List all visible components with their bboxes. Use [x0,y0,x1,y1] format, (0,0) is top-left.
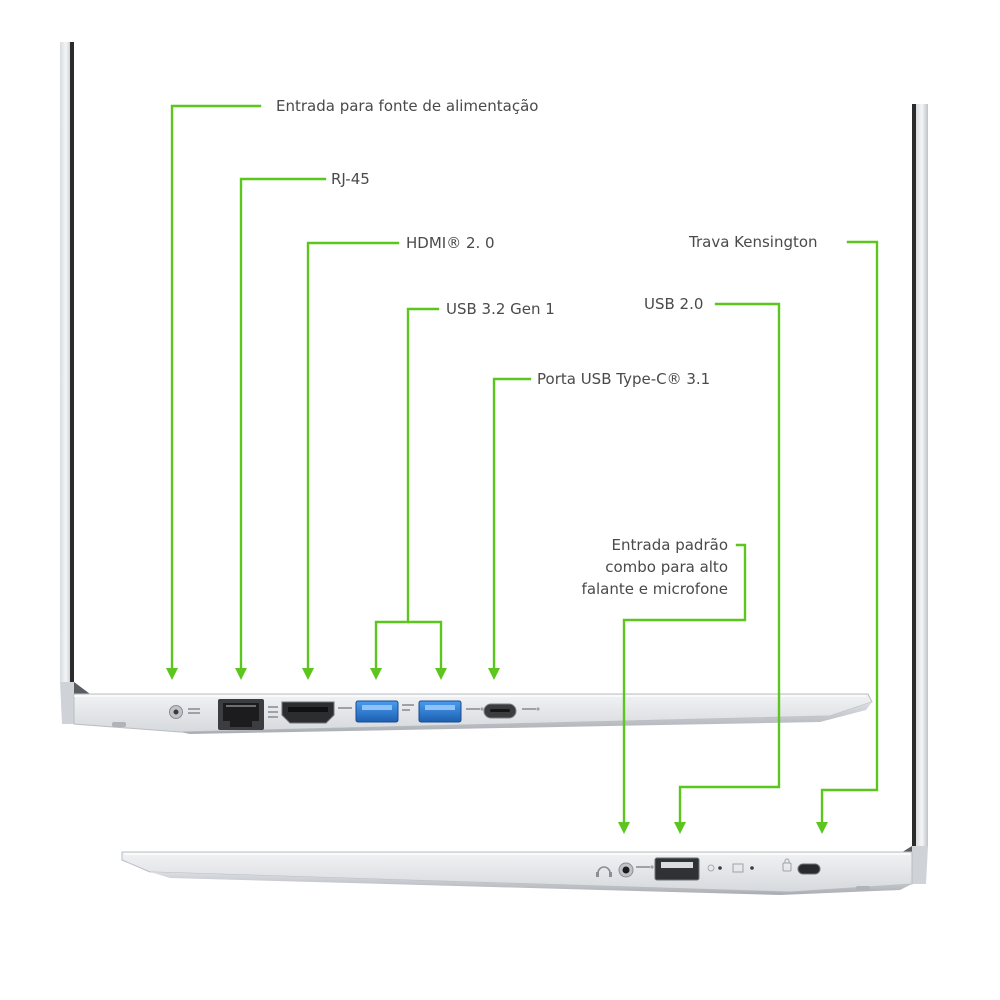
arrow-hdmi [302,668,314,680]
right-side-laptop [121,104,928,895]
right-lid-bezel [912,104,916,848]
usb-icon [522,707,540,711]
dc-power-icon [169,705,200,719]
leader-audio [622,543,747,826]
arrow-usb20 [674,822,686,834]
left-lid-bezel [70,42,74,682]
left-chassis-underside [180,702,872,734]
kensington-slot [797,863,821,875]
right-foot [856,886,870,891]
usb-port-right [654,857,700,881]
leader-kensington [820,240,879,826]
left-side-laptop [60,42,873,734]
usb-port-left-2 [418,700,462,723]
label-rj45: RJ-45 [331,170,370,188]
label-audio: Entrada padrão combo para alto falante e… [582,534,728,600]
arrow-usb32-b [435,668,447,680]
battery-icon [732,863,754,873]
label-hdmi: HDMI® 2. 0 [406,234,495,252]
usb-icon [466,707,484,711]
arrow-usbc [488,668,500,680]
label-audio-line2: combo para alto [605,558,728,576]
leader-usb32-split [374,620,443,672]
usb-icon [636,865,654,869]
arrow-audio [618,822,630,834]
leader-rj45 [239,177,327,672]
leader-hdmi [306,241,400,672]
usb-icon [402,704,414,711]
leader-usb32 [406,307,440,624]
arrow-kensington [816,822,828,834]
label-audio-line1: Entrada padrão [611,536,728,554]
label-kensington: Trava Kensington [689,233,818,251]
network-icon [218,699,278,730]
arrow-power [166,668,178,680]
label-audio-line3: falante e microfone [581,580,728,598]
leader-usb20 [678,302,781,826]
hdmi-icon [281,701,352,724]
arrow-rj45 [235,668,247,680]
usb-c-port [483,703,517,719]
leader-power [170,104,262,672]
power-light-icon [707,864,722,872]
left-foot [112,722,126,727]
arrow-usb32-a [370,668,382,680]
headset-icon [596,866,612,877]
usb-port-left-1 [355,700,399,723]
right-lid-edge [916,104,928,848]
label-usb20: USB 2.0 [644,295,704,313]
kensington-lock-icon [782,858,792,872]
label-usb32: USB 3.2 Gen 1 [446,300,555,318]
callout-leaders [170,104,879,826]
audio-jack [618,862,634,878]
left-lid-edge [60,42,72,682]
label-usbc: Porta USB Type-C® 3.1 [537,370,711,388]
label-power: Entrada para fonte de alimentação [276,97,539,115]
leader-usbc [492,377,532,672]
callout-arrowheads [166,668,828,834]
